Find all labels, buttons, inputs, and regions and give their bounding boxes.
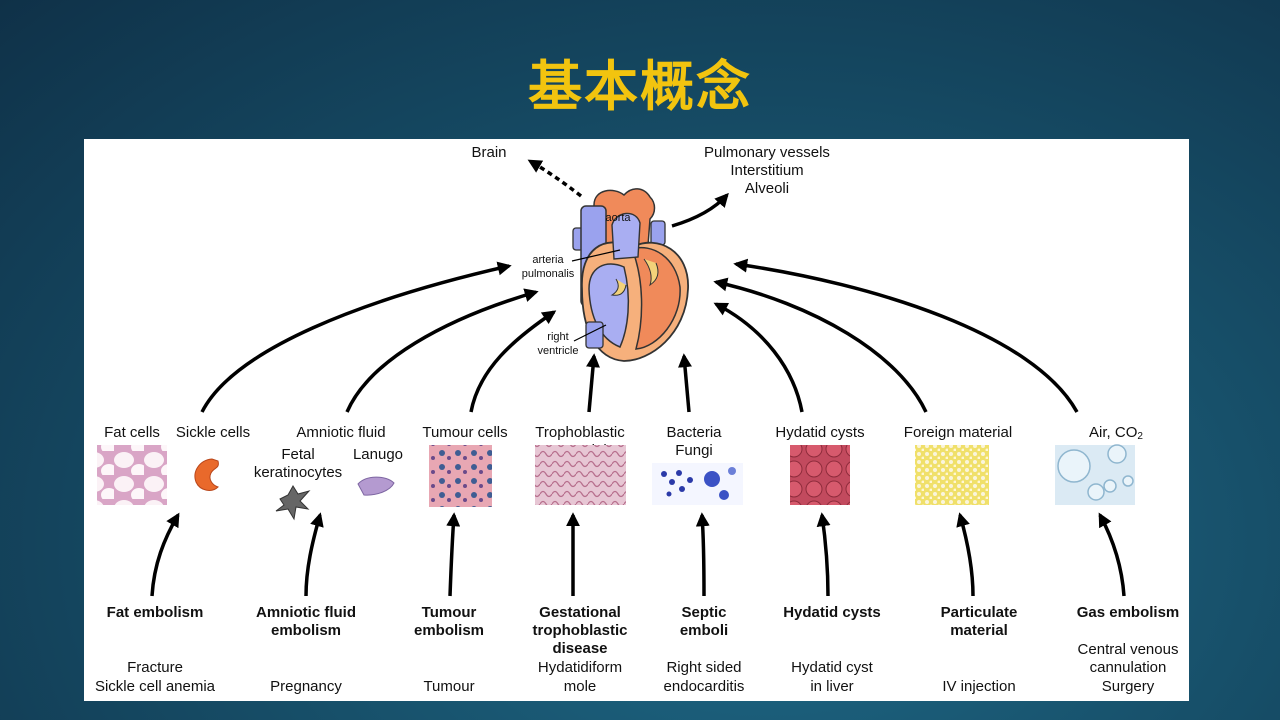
tumour-cells-micrograph — [429, 445, 492, 507]
trophoblastic-micrograph — [535, 445, 626, 505]
label-bacteria: Bacteria — [666, 424, 722, 441]
label-tumour-cells: Tumour cells — [422, 424, 507, 441]
cause-endocarditis: endocarditis — [664, 678, 745, 695]
arrow-to-lungs — [671, 192, 729, 228]
type-septic-line1: Septic — [681, 604, 726, 621]
label-fetal: Fetal — [281, 446, 314, 463]
label-sickle-cells: Sickle cells — [176, 424, 250, 441]
arrow-fat-embolism-up — [150, 512, 180, 597]
arrow-gas-to-heart — [733, 258, 1079, 413]
label-brain: Brain — [471, 144, 506, 161]
cause-fracture: Fracture — [127, 659, 183, 676]
cause-iv-injection: IV injection — [942, 678, 1015, 695]
label-amniotic-fluid: Amniotic fluid — [296, 424, 385, 441]
cause-mole: mole — [564, 678, 597, 695]
cause-hydatidiform: Hydatidiform — [538, 659, 622, 676]
type-amniotic-line2: embolism — [271, 622, 341, 639]
arrow-gas-up — [1098, 512, 1126, 597]
lanugo-image — [357, 476, 395, 496]
type-tumour-line1: Tumour — [422, 604, 477, 621]
arrow-septic-up — [695, 512, 710, 597]
arrow-bacteria-to-heart — [678, 353, 692, 413]
type-gestational-line2: trophoblastic — [532, 622, 627, 639]
cause-cannulation: cannulation — [1090, 659, 1167, 676]
arrow-fat-to-heart — [200, 261, 512, 413]
label-air-co2: Air, CO2 — [1089, 424, 1143, 442]
arrow-hydatid-up — [816, 512, 831, 597]
arrow-particulate-up — [956, 512, 975, 597]
label-foreign-material: Foreign material — [904, 424, 1012, 441]
cause-sickle-cell-anemia: Sickle cell anemia — [95, 678, 216, 695]
foreign-material-micrograph — [915, 445, 989, 505]
arrow-tumour-to-heart — [469, 310, 557, 413]
hydatid-cysts-micrograph — [790, 445, 850, 505]
cause-pregnancy: Pregnancy — [270, 678, 342, 695]
type-hydatid-cysts: Hydatid cysts — [783, 604, 881, 621]
label-trophoblastic: Trophoblastic — [535, 424, 625, 441]
type-particulate-line2: material — [950, 622, 1008, 639]
leader-arteria-pulmonalis — [571, 249, 621, 262]
embolism-diagram: Brain Pulmonary vessels Interstitium Alv… — [95, 144, 1180, 695]
label-interstitium: Interstitium — [730, 162, 803, 179]
arrow-to-brain — [527, 159, 583, 198]
type-fat-embolism: Fat embolism — [107, 604, 204, 621]
cause-surgery: Surgery — [1102, 678, 1155, 695]
arrow-foreign-to-heart — [713, 277, 928, 413]
label-hydatid-cysts-source: Hydatid cysts — [775, 424, 864, 441]
sickle-cell-image — [194, 458, 219, 491]
gas-bubbles-micrograph — [1055, 444, 1135, 505]
arrow-amniotic-embolism-up — [304, 512, 324, 597]
label-lanugo: Lanugo — [353, 446, 403, 463]
label-alveoli: Alveoli — [745, 180, 789, 197]
arrow-hydatid-to-heart — [713, 302, 804, 413]
fat-cells-micrograph — [97, 445, 167, 505]
leader-right-ventricle — [573, 324, 607, 342]
label-fat-cells: Fat cells — [104, 424, 160, 441]
label-right: right — [547, 331, 568, 343]
label-aorta: aorta — [605, 212, 631, 224]
cause-right-sided: Right sided — [666, 659, 741, 676]
type-gestational-line3: disease — [552, 640, 607, 657]
arrow-tumour-embolism-up — [446, 512, 461, 597]
type-septic-line2: emboli — [680, 622, 728, 639]
fetal-keratinocyte-image — [275, 485, 311, 521]
bacteria-fungi-micrograph — [652, 463, 743, 505]
type-tumour-line2: embolism — [414, 622, 484, 639]
label-arteria: arteria — [532, 254, 564, 266]
label-keratinocytes: keratinocytes — [254, 464, 342, 481]
cause-in-liver: in liver — [810, 678, 853, 695]
type-amniotic-line1: Amniotic fluid — [256, 604, 356, 621]
type-gas-embolism: Gas embolism — [1077, 604, 1180, 621]
label-ventricle: ventricle — [538, 345, 579, 357]
type-particulate-line1: Particulate — [941, 604, 1018, 621]
label-pulmonalis: pulmonalis — [522, 268, 575, 280]
label-fungi: Fungi — [675, 442, 713, 459]
heart-illustration: aorta arteria pulmonalis right ventricle — [522, 188, 689, 362]
cause-central-venous: Central venous — [1078, 641, 1179, 658]
label-pulmonary-vessels: Pulmonary vessels — [704, 144, 830, 161]
cause-tumour: Tumour — [423, 678, 474, 695]
slide-title: 基本概念 — [528, 55, 752, 118]
arrow-amniotic-to-heart — [345, 288, 539, 413]
type-gestational-line1: Gestational — [539, 604, 621, 621]
embolism-diagram-panel: Brain Pulmonary vessels Interstitium Alv… — [84, 139, 1189, 701]
cause-hydatid-cyst: Hydatid cyst — [791, 659, 874, 676]
arrow-trophoblastic-to-heart — [586, 353, 600, 413]
